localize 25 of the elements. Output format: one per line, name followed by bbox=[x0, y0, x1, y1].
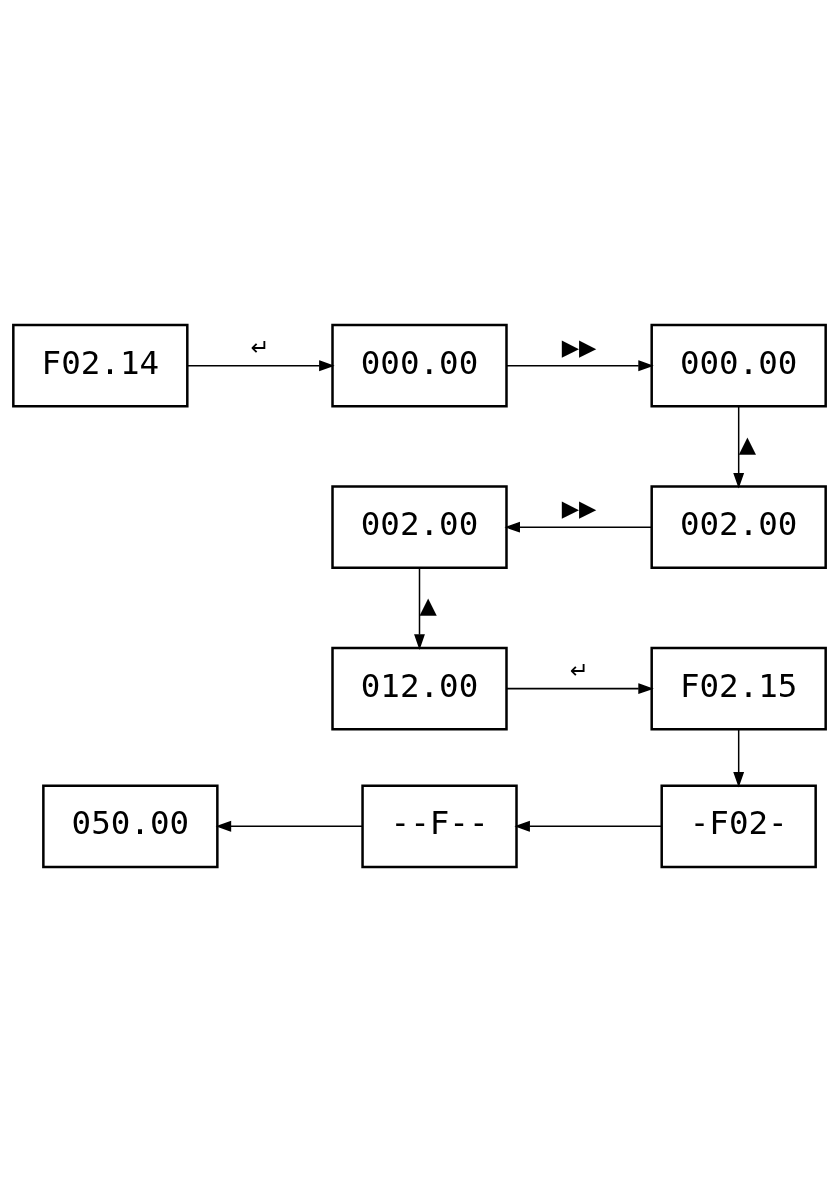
edge-label: ▲ bbox=[738, 430, 757, 457]
arrow bbox=[504, 521, 653, 533]
node-box: 000.00 bbox=[650, 323, 827, 408]
edge-label: ▲ bbox=[419, 591, 437, 618]
arrow bbox=[505, 359, 654, 371]
arrow bbox=[733, 728, 745, 788]
node-box: F02.14 bbox=[12, 323, 189, 408]
arrow bbox=[186, 359, 335, 371]
edge-label: ▶▶ bbox=[561, 494, 597, 521]
edge-label: ↵ bbox=[569, 656, 589, 683]
arrow bbox=[505, 682, 654, 694]
node-box: F02.15 bbox=[650, 646, 827, 731]
edge-label: ▶▶ bbox=[561, 333, 597, 360]
node-box: 002.00 bbox=[331, 484, 508, 569]
node-box: --F-- bbox=[361, 783, 518, 868]
arrow bbox=[215, 820, 364, 832]
arrow bbox=[414, 566, 425, 650]
arrow bbox=[733, 405, 745, 488]
node-box: 002.00 bbox=[650, 484, 827, 569]
edge-label: ↵ bbox=[250, 333, 270, 360]
node-box: 012.00 bbox=[331, 646, 508, 731]
node-box: -F02- bbox=[660, 783, 817, 868]
node-box: 000.00 bbox=[331, 323, 508, 408]
node-box: 050.00 bbox=[42, 783, 219, 868]
arrow bbox=[514, 820, 663, 832]
